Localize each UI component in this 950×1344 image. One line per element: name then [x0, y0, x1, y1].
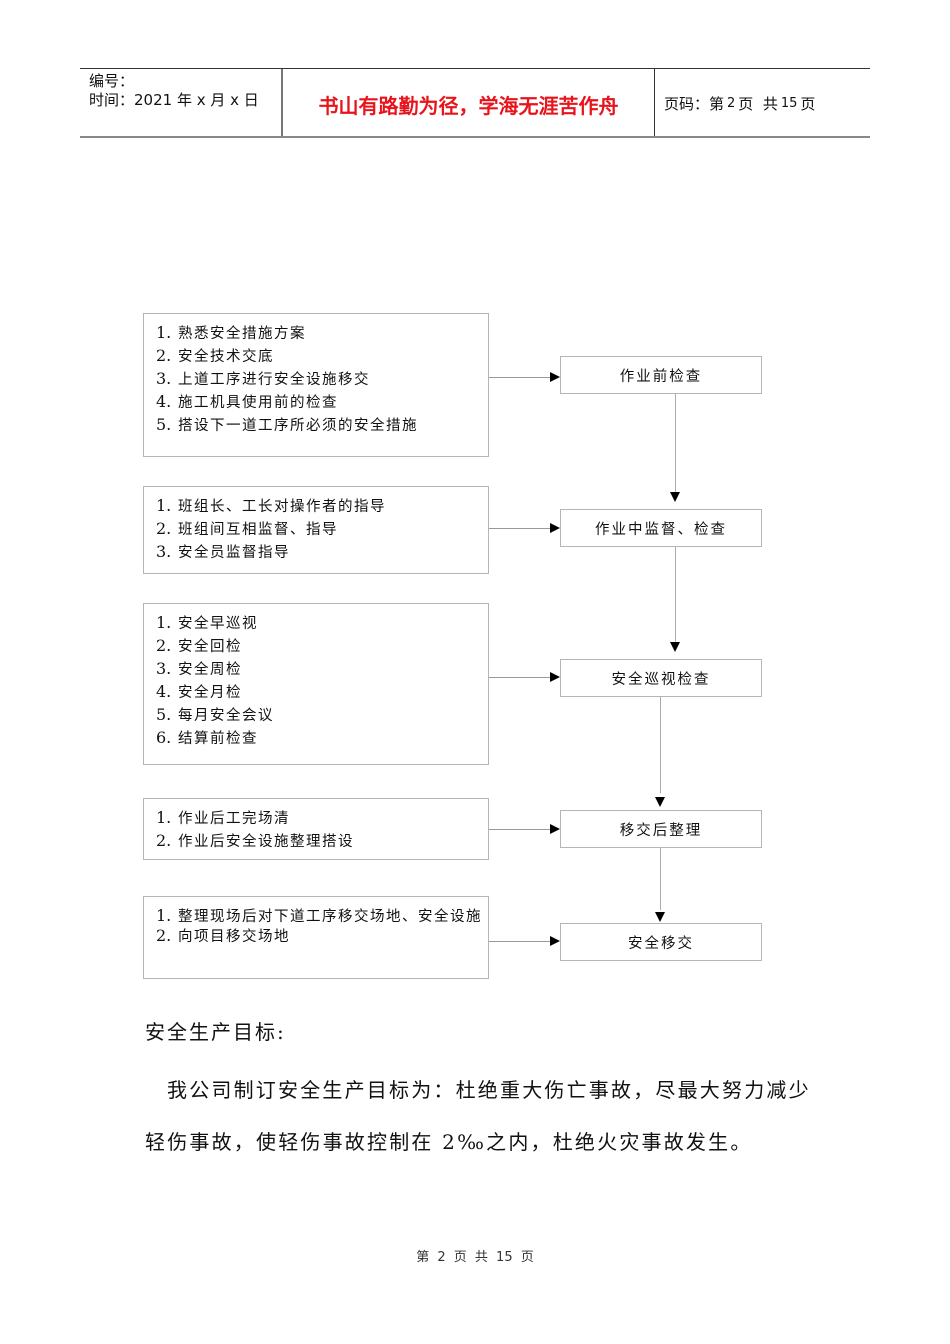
step-box-patrol-inspection: 安全巡视检查	[560, 659, 762, 697]
list-item: 1.整理现场后对下道工序移交场地、安全设施	[156, 906, 482, 925]
list-item: 4.安全月检	[156, 682, 242, 701]
arrow-down-icon	[655, 912, 665, 922]
connector-line	[675, 394, 676, 492]
list-item: 5.搭设下一道工序所必须的安全措施	[156, 415, 418, 434]
page-label: 页码：第	[664, 95, 725, 113]
list-item: 1.熟悉安全措施方案	[156, 323, 306, 342]
list-item: 2.安全回检	[156, 636, 242, 655]
list-item: 2.向项目移交场地	[156, 926, 290, 945]
arrow-right-icon	[550, 936, 560, 946]
page-mid: 页 共	[738, 95, 778, 113]
page-footer: 第 2 页 共 15 页	[416, 1250, 534, 1265]
list-item: 2.作业后安全设施整理搭设	[156, 831, 354, 850]
step-box-safety-handover: 安全移交	[560, 923, 762, 961]
list-item: 1.班组长、工长对操作者的指导	[156, 496, 386, 515]
measures-box-after-work: 1.作业后工完场清 2.作业后安全设施整理搭设	[143, 798, 489, 860]
connector-line	[675, 547, 676, 642]
list-item: 4.施工机具使用前的检查	[156, 392, 338, 411]
page-current: 2	[727, 96, 736, 111]
page-total: 15	[780, 96, 798, 111]
header-table: 编号： 时间：2021 年 x 月 x 日 书山有路勤为径，学海无涯苦作舟 页码…	[80, 68, 870, 138]
section-heading: 安全生产目标:	[145, 1020, 286, 1044]
motto-text: 书山有路勤为径，学海无涯苦作舟	[318, 94, 619, 118]
connector-line	[489, 377, 550, 378]
list-item: 1.安全早巡视	[156, 613, 258, 632]
list-item: 5.每月安全会议	[156, 705, 274, 724]
list-item: 3.安全周检	[156, 659, 242, 678]
document-date: 时间：2021 年 x 月 x 日	[89, 91, 259, 109]
list-item: 2.安全技术交底	[156, 346, 274, 365]
step-box-in-process-supervision: 作业中监督、检查	[560, 509, 762, 547]
arrow-right-icon	[550, 372, 560, 382]
arrow-right-icon	[550, 824, 560, 834]
connector-line	[660, 697, 661, 793]
step-box-post-handover-tidy: 移交后整理	[560, 810, 762, 848]
list-item: 3.上道工序进行安全设施移交	[156, 369, 370, 388]
connector-line	[489, 677, 550, 678]
arrow-down-icon	[670, 642, 680, 652]
header-motto-cell: 书山有路勤为径，学海无涯苦作舟	[281, 69, 655, 136]
page-end: 页	[800, 95, 816, 113]
document-number-label: 编号：	[89, 72, 135, 90]
list-item: 3.安全员监督指导	[156, 542, 290, 561]
connector-line	[660, 848, 661, 910]
measures-box-patrol: 1.安全早巡视 2.安全回检 3.安全周检 4.安全月检 5.每月安全会议 6.…	[143, 603, 489, 765]
list-item: 1.作业后工完场清	[156, 808, 290, 827]
step-box-pre-work-check: 作业前检查	[560, 356, 762, 394]
connector-line	[489, 829, 550, 830]
arrow-right-icon	[550, 672, 560, 682]
header-meta-cell: 编号： 时间：2021 年 x 月 x 日	[80, 69, 281, 136]
arrow-down-icon	[670, 492, 680, 502]
measures-box-during-work: 1.班组长、工长对操作者的指导 2.班组间互相监督、指导 3.安全员监督指导	[143, 486, 489, 574]
measures-box-handover: 1.整理现场后对下道工序移交场地、安全设施 2.向项目移交场地	[143, 896, 489, 979]
connector-line	[489, 528, 550, 529]
arrow-down-icon	[655, 797, 665, 807]
connector-line	[489, 941, 550, 942]
list-item: 6.结算前检查	[156, 728, 258, 747]
list-item: 2.班组间互相监督、指导	[156, 519, 338, 538]
measures-box-pre-work: 1.熟悉安全措施方案 2.安全技术交底 3.上道工序进行安全设施移交 4.施工机…	[143, 313, 489, 457]
section-paragraph: 我公司制订安全生产目标为：杜绝重大伤亡事故，尽最大努力减少轻伤事故，使轻伤事故控…	[145, 1078, 811, 1154]
arrow-right-icon	[550, 523, 560, 533]
